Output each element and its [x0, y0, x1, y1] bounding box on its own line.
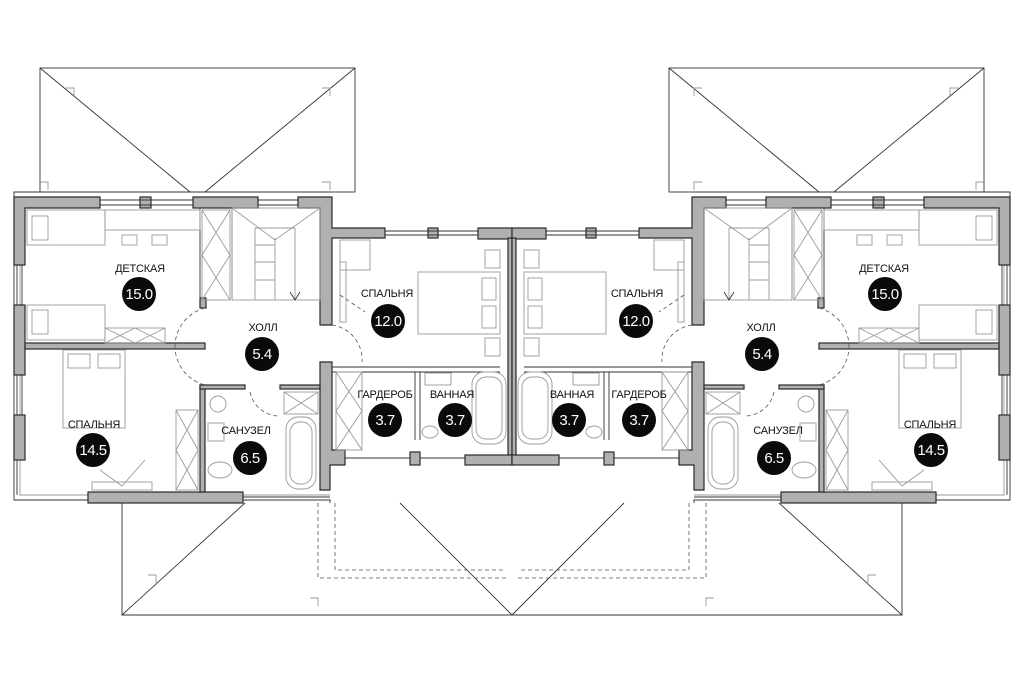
room-left-3: ГАРДЕРОБ 3.7: [357, 389, 413, 437]
room-area: 15.0: [125, 286, 152, 303]
room-area: 3.7: [445, 412, 465, 429]
room-label: ВАННАЯ: [430, 389, 475, 401]
room-right-5: САНУЗЕЛ 6.5: [753, 425, 803, 475]
area-badge: [622, 403, 656, 437]
area-badge: [619, 304, 653, 338]
room-labels: ДЕТСКАЯ15.0ХОЛЛ5.4СПАЛЬНЯ12.0ГАРДЕРОБ3.7…: [68, 263, 957, 475]
room-label: ВАННАЯ: [550, 389, 595, 401]
room-label: СПАЛЬНЯ: [361, 288, 414, 300]
area-badge: [371, 304, 405, 338]
room-area: 14.5: [917, 442, 944, 459]
room-area: 14.5: [79, 442, 106, 459]
room-left-5: САНУЗЕЛ 6.5: [221, 425, 271, 475]
room-left-0: ДЕТСКАЯ 15.0: [115, 263, 165, 311]
room-right-2: СПАЛЬНЯ 12.0: [611, 288, 664, 338]
area-badge: [552, 403, 586, 437]
room-label: ГАРДЕРОБ: [357, 389, 412, 401]
room-right-6: СПАЛЬНЯ 14.5: [904, 419, 957, 467]
room-right-0: ДЕТСКАЯ 15.0: [859, 263, 909, 311]
room-left-6: СПАЛЬНЯ 14.5: [68, 419, 121, 467]
room-label: ДЕТСКАЯ: [115, 263, 165, 275]
room-label: СПАЛЬНЯ: [68, 419, 121, 431]
room-area: 12.0: [622, 313, 649, 330]
room-area: 5.4: [752, 346, 772, 363]
room-right-3: ГАРДЕРОБ 3.7: [611, 389, 667, 437]
room-area: 15.0: [871, 286, 898, 303]
room-area: 5.4: [252, 346, 272, 363]
room-left-1: ХОЛЛ 5.4: [245, 322, 279, 371]
room-label: ГАРДЕРОБ: [611, 389, 666, 401]
room-area: 3.7: [559, 412, 579, 429]
room-label: СПАЛЬНЯ: [611, 288, 664, 300]
room-left-2: СПАЛЬНЯ 12.0: [361, 288, 414, 338]
room-label: ХОЛЛ: [746, 322, 775, 334]
room-label: СПАЛЬНЯ: [904, 419, 957, 431]
room-label: САНУЗЕЛ: [221, 425, 271, 437]
area-badge: [757, 441, 791, 475]
area-badge: [233, 441, 267, 475]
room-area: 3.7: [629, 412, 649, 429]
room-left-4: ВАННАЯ 3.7: [430, 389, 475, 437]
area-badge: [914, 433, 948, 467]
area-badge: [868, 277, 902, 311]
area-badge: [122, 277, 156, 311]
room-label: ХОЛЛ: [248, 322, 277, 334]
area-badge: [745, 337, 779, 371]
area-badge: [368, 403, 402, 437]
area-badge: [76, 433, 110, 467]
room-label: ДЕТСКАЯ: [859, 263, 909, 275]
room-right-1: ХОЛЛ 5.4: [745, 322, 779, 371]
room-area: 6.5: [240, 450, 260, 467]
room-area: 12.0: [374, 313, 401, 330]
room-label: САНУЗЕЛ: [753, 425, 803, 437]
room-right-4: ВАННАЯ 3.7: [550, 389, 595, 437]
room-area: 3.7: [375, 412, 395, 429]
room-area: 6.5: [764, 450, 784, 467]
area-badge: [245, 337, 279, 371]
area-badge: [438, 403, 472, 437]
